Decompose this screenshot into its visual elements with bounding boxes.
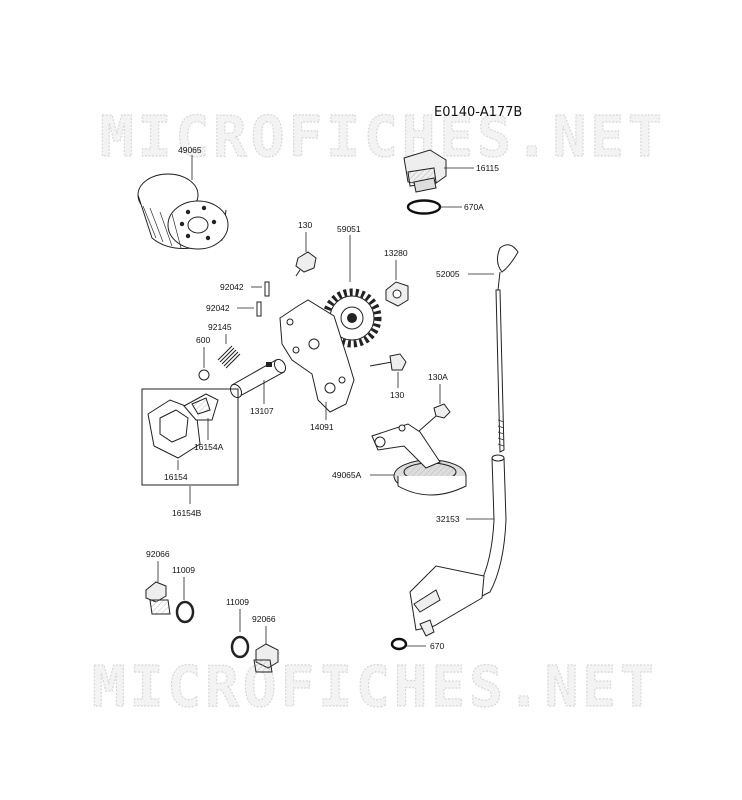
shaft-icon [229, 358, 287, 399]
dipstick-guide-icon [409, 454, 507, 637]
group-box [141, 388, 239, 486]
gasket-icon [175, 600, 195, 624]
part-label-600: 600 [196, 335, 210, 345]
part-label-32153: 32153 [436, 514, 460, 524]
part-label-16154A: 16154A [194, 442, 224, 452]
part-label-92066-b: 92066 [252, 614, 276, 624]
part-label-59051: 59051 [337, 224, 361, 234]
nut-icon [385, 281, 409, 307]
drain-plug-icon [253, 643, 279, 673]
o-ring-icon [390, 637, 408, 651]
part-label-130A: 130A [428, 372, 448, 382]
part-label-49065A: 49065A [332, 470, 362, 480]
bolt-icon [417, 403, 451, 433]
part-label-49065: 49065 [178, 145, 202, 155]
part-label-13107: 13107 [250, 406, 274, 416]
oil-filter-icon [137, 173, 229, 250]
part-label-130-mid: 130 [390, 390, 404, 400]
pin-icon [256, 301, 262, 317]
pump-plate-icon [279, 299, 355, 413]
o-ring-icon [406, 199, 442, 215]
part-label-670: 670 [430, 641, 444, 651]
part-label-16154: 16154 [164, 472, 188, 482]
part-label-92066-a: 92066 [146, 549, 170, 559]
ball-icon [198, 369, 210, 381]
diagram-code: E0140-A177B [434, 105, 522, 120]
bolt-icon [369, 353, 407, 371]
part-label-92042-b: 92042 [206, 303, 230, 313]
part-label-92042-a: 92042 [220, 282, 244, 292]
pump-rotor-icon [147, 393, 219, 459]
part-label-670A: 670A [464, 202, 484, 212]
part-label-13280: 13280 [384, 248, 408, 258]
gasket-icon [230, 635, 250, 659]
part-label-14091: 14091 [310, 422, 334, 432]
part-label-16154B: 16154B [172, 508, 202, 518]
part-label-92145: 92145 [208, 322, 232, 332]
oil-strainer-icon [371, 423, 467, 496]
part-label-11009-a: 11009 [172, 565, 195, 575]
part-label-130-top: 130 [298, 220, 312, 230]
watermark-top: MICROFICHES.NET [100, 105, 666, 170]
watermark-bottom: MICROFICHES.NET [92, 655, 658, 720]
oil-filler-cap-icon [403, 149, 447, 193]
drain-plug-icon [145, 581, 171, 615]
part-label-52005: 52005 [436, 269, 460, 279]
dipstick-icon [495, 244, 519, 453]
spring-icon [217, 345, 241, 369]
part-label-11009-b: 11009 [226, 597, 249, 607]
part-label-16115: 16115 [476, 163, 499, 173]
pin-icon [264, 281, 270, 297]
bolt-icon [295, 251, 317, 277]
